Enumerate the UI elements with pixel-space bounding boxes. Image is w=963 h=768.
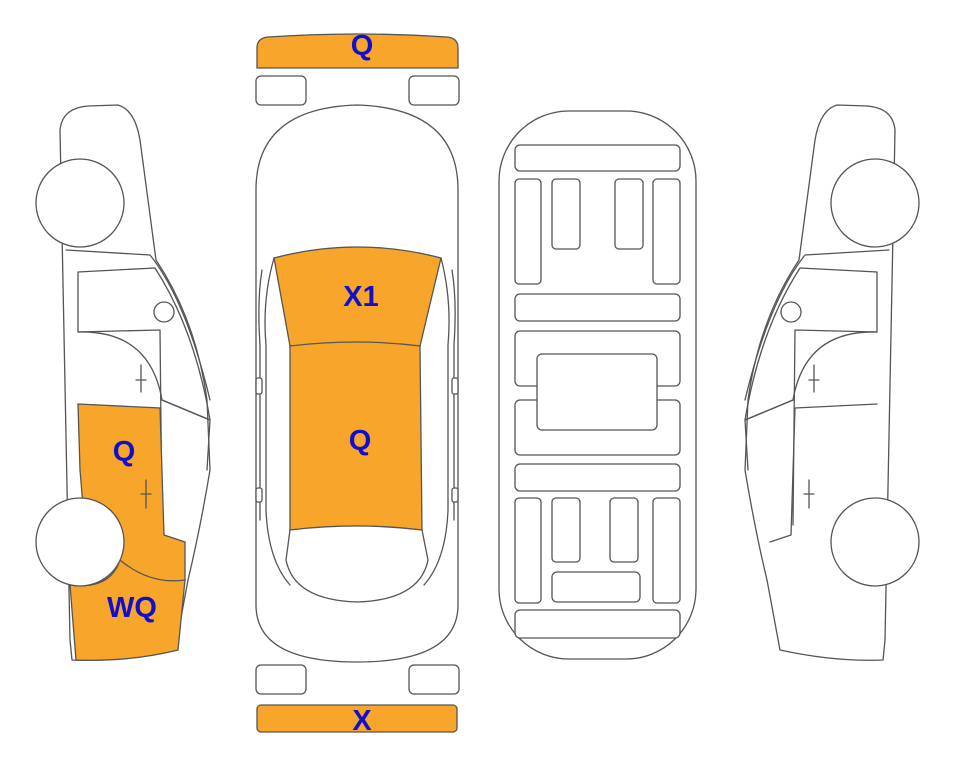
hood-code: Q (349, 425, 372, 457)
top-view: Q X1 Q X (255, 30, 460, 737)
right-handle-2 (803, 479, 815, 509)
underbody-view (498, 110, 697, 660)
rear-bumper-panel[interactable] (256, 704, 458, 733)
left-front-wheel (35, 158, 125, 248)
roof-code: X1 (343, 281, 378, 313)
rear-bumper-code: X (352, 705, 372, 737)
right-inner-line (451, 269, 456, 521)
underbody-center-panel (536, 353, 658, 431)
left-front-fender-panel[interactable] (69, 558, 186, 661)
left-mirror-side (153, 301, 175, 323)
front-bumper-panel[interactable] (256, 33, 459, 69)
underbody-front-bar (514, 144, 681, 172)
underbody-rear-bar (514, 609, 681, 639)
left-handle-2 (140, 479, 152, 509)
underbody-block-rl (551, 497, 581, 563)
right-mirror-side (780, 301, 802, 323)
right-handle-top (451, 487, 459, 503)
underbody-cross-1 (514, 293, 681, 322)
underbody-rail-fr (652, 178, 681, 285)
left-side-view: Q WQ (35, 104, 211, 661)
right-mirror-top (451, 377, 459, 395)
right-roof-line (744, 249, 890, 401)
right-side-view (744, 104, 920, 661)
left-front-door-code: Q (113, 436, 136, 468)
left-handle-1 (135, 364, 147, 393)
underbody-rail-rl (514, 497, 542, 604)
left-handle-top (255, 487, 263, 503)
left-rear-wheel (35, 497, 125, 587)
underbody-cross-2 (514, 463, 681, 492)
rear-window (285, 525, 429, 603)
underbody-block-fl (551, 178, 581, 250)
right-front-wheel (830, 158, 920, 248)
right-door-line-2 (744, 399, 794, 471)
front-left-light (255, 75, 307, 106)
underbody-block-fr (614, 178, 644, 250)
right-door-edge (769, 403, 878, 543)
underbody-rail-rr (652, 497, 681, 604)
left-mirror-top (255, 377, 263, 395)
front-bumper-code: Q (351, 30, 374, 62)
left-roof-line (65, 249, 211, 401)
underbody-block-rr (609, 497, 639, 563)
left-inner-line (258, 269, 263, 521)
underbody-rear-block (551, 571, 641, 603)
rear-right-light (408, 664, 460, 695)
right-rear-wheel (830, 497, 920, 587)
front-right-light (408, 75, 460, 106)
underbody-rail-fl (514, 178, 542, 285)
right-handle-1 (808, 364, 820, 393)
rear-left-light (255, 664, 307, 695)
right-pillar-line (423, 257, 450, 586)
left-front-fender-code: WQ (107, 592, 157, 624)
left-pillar-line (264, 257, 291, 586)
left-door-line-2 (161, 399, 211, 471)
